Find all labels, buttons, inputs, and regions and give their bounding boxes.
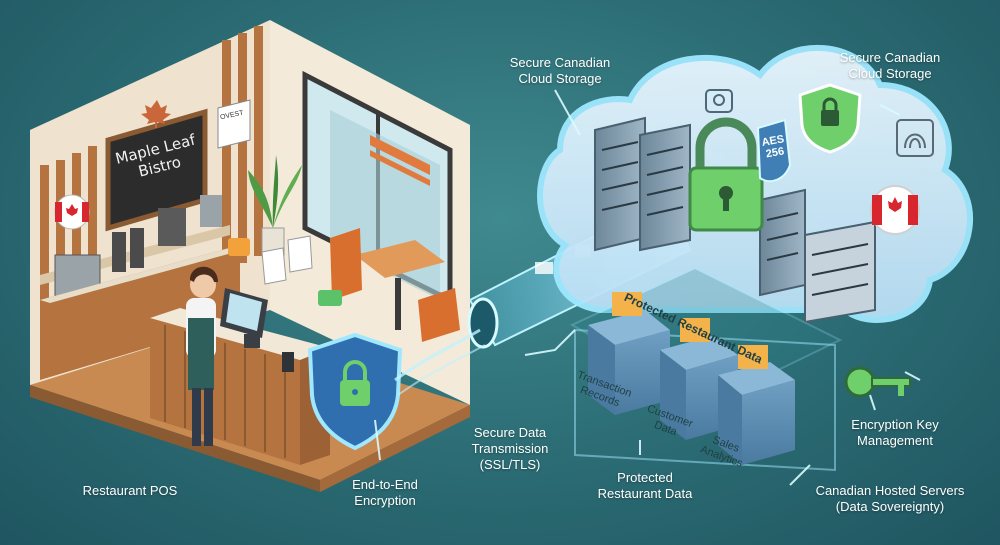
wall-slat (40, 165, 49, 340)
key-line-1: Encryption Key (851, 417, 939, 432)
transmission-label: Secure Data Transmission (SSL/TLS) (455, 425, 565, 473)
servers-line-2: (Data Sovereignty) (835, 499, 945, 514)
wall-slat (222, 40, 231, 270)
cloud-left-line-1: Secure Canadian (509, 55, 611, 70)
wall-slat (56, 160, 65, 335)
cloud-left-line-2: Cloud Storage (518, 71, 602, 86)
protected-data-panel (569, 266, 911, 472)
restaurant-room (30, 20, 470, 492)
cloud-storage-label-left: Secure Canadian Cloud Storage (500, 55, 620, 87)
wall-slat (72, 153, 81, 328)
wall-slat (238, 33, 247, 263)
cloud-storage-label-right: Secure Canadian Cloud Storage (830, 50, 950, 82)
protected-line-1: Protected (617, 470, 673, 485)
cloud-right-line-1: Secure Canadian (839, 50, 941, 65)
staff-figure (186, 266, 218, 446)
transmission-line-3: (SSL/TLS) (479, 457, 541, 472)
servers-line-1: Canadian Hosted Servers (815, 483, 965, 498)
aes-badge-text: AES 256 (760, 133, 786, 161)
key-management-label: Encryption Key Management (825, 417, 965, 449)
wall-slat (88, 146, 97, 321)
encryption-line-2: Encryption (354, 493, 416, 508)
transmission-line-1: Secure Data (473, 425, 547, 440)
encryption-shield (307, 332, 403, 451)
key-line-2: Management (857, 433, 933, 448)
cloud-right-line-2: Cloud Storage (848, 66, 932, 81)
encryption-line-1: End-to-End (352, 477, 418, 492)
transmission-line-2: Transmission (471, 441, 549, 456)
restaurant-pos-label: Restaurant POS (82, 483, 178, 498)
protected-data-label: Protected Restaurant Data (585, 470, 705, 502)
hosted-servers-label: Canadian Hosted Servers (Data Sovereignt… (795, 483, 985, 515)
wall-slat (254, 26, 263, 256)
encryption-label: End-to-End Encryption (330, 477, 440, 509)
cloud-storage (537, 44, 973, 324)
protected-line-2: Restaurant Data (597, 486, 693, 501)
